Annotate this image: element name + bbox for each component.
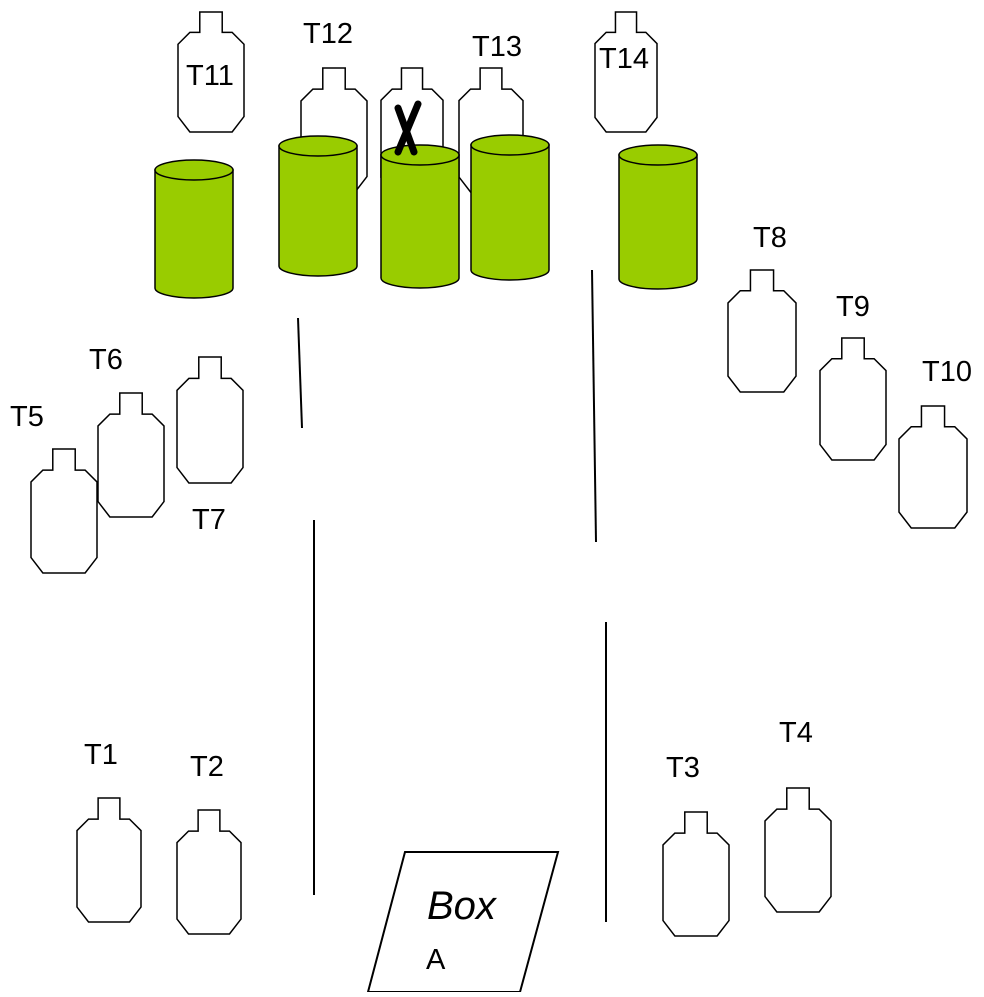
target-label-t12: T12 [303, 18, 353, 50]
target-t4-silhouette [764, 787, 832, 913]
front-row-targets [30, 11, 968, 937]
target-label-t7: T7 [192, 504, 226, 536]
target-label-t11: T11 [186, 60, 234, 92]
barrel-1 [154, 159, 234, 299]
target-label-t13: T13 [472, 31, 522, 63]
barrel-2 [278, 135, 358, 277]
shooting-box-subtitle: A [426, 944, 446, 976]
barrel-3 [380, 144, 460, 289]
target-label-t5: T5 [10, 401, 44, 433]
target-t7-silhouette [176, 356, 244, 484]
target-label-t6: T6 [89, 344, 123, 376]
target-t3-silhouette [662, 811, 730, 937]
target-t1-silhouette [76, 797, 142, 923]
target-t9-silhouette [819, 337, 887, 461]
barrel-5 [618, 144, 698, 290]
target-t14-silhouette [594, 11, 658, 133]
no-shoot-x-mark [394, 100, 422, 156]
target-label-t14: T14 [599, 43, 649, 75]
shooting-box-title: Box [427, 884, 496, 928]
target-label-t8: T8 [753, 222, 787, 254]
target-t11-silhouette [177, 11, 245, 133]
barrels [154, 134, 698, 299]
target-t5-silhouette [30, 448, 98, 574]
target-t2-silhouette [176, 809, 242, 935]
target-t6-silhouette [97, 392, 165, 518]
target-label-t3: T3 [666, 752, 700, 784]
target-t8-silhouette [727, 269, 797, 393]
target-label-t9: T9 [836, 291, 870, 323]
target-t10-silhouette [898, 405, 968, 529]
target-label-t1: T1 [84, 739, 118, 771]
fault-lines [297, 269, 607, 922]
target-label-t2: T2 [190, 751, 224, 783]
barrel-4 [470, 134, 550, 281]
fault-line-right-upper [591, 269, 597, 543]
target-label-t10: T10 [922, 356, 972, 388]
target-label-t4: T4 [779, 717, 813, 749]
fault-line-left-upper [297, 317, 303, 429]
